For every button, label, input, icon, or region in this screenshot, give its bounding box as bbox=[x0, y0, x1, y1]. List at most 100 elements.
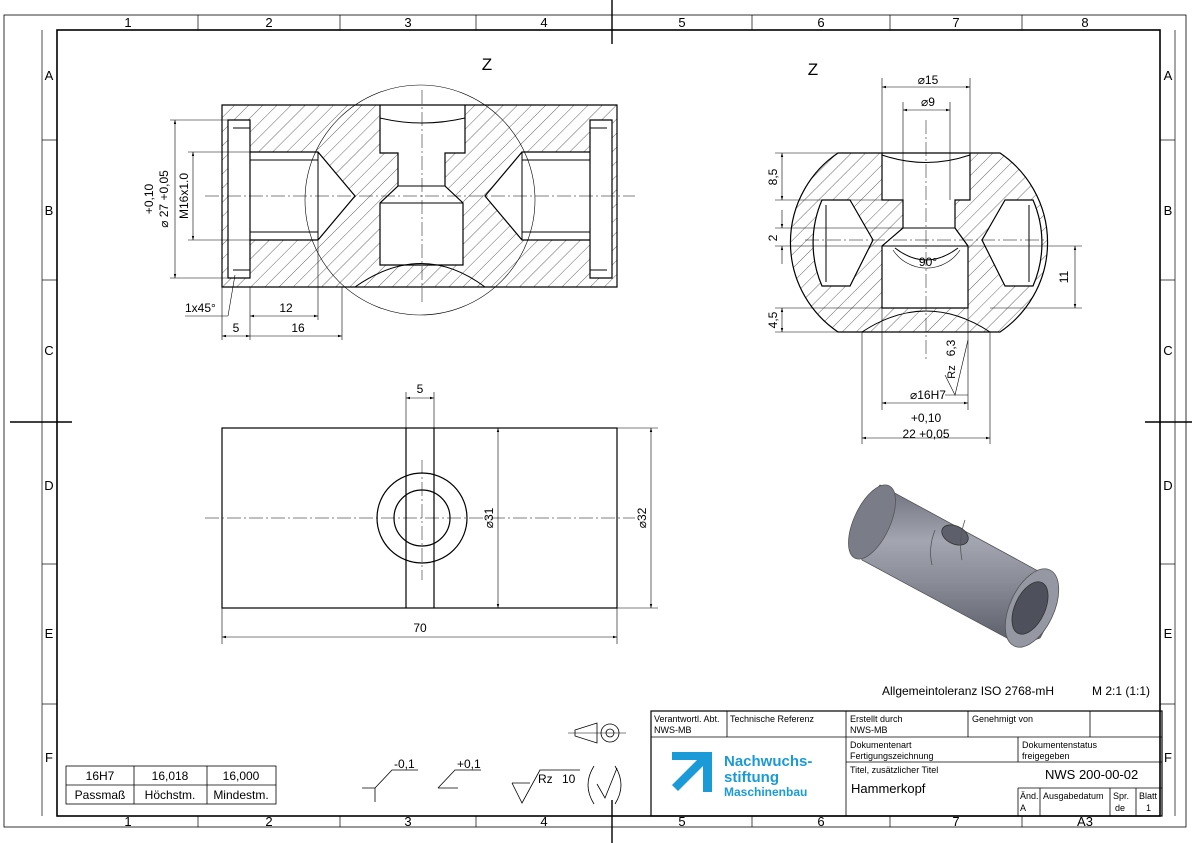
svg-text:2: 2 bbox=[766, 234, 780, 241]
svg-text:Technische Referenz: Technische Referenz bbox=[730, 714, 815, 724]
document-number: NWS 200-00-02 bbox=[1045, 767, 1138, 782]
svg-text:D: D bbox=[44, 478, 53, 493]
svg-text:NWS-MB: NWS-MB bbox=[850, 725, 888, 735]
svg-text:7: 7 bbox=[952, 814, 959, 829]
frame-row-labels: A B C D E F A B C D E F bbox=[44, 68, 1172, 765]
svg-text:C: C bbox=[44, 343, 53, 358]
svg-text:Änd.: Änd. bbox=[1020, 791, 1039, 801]
part-title: Hammerkopf bbox=[851, 781, 926, 796]
section-label-right: Z bbox=[808, 60, 818, 79]
tolerance-negative: -0,1 bbox=[394, 757, 415, 771]
svg-text:freigegeben: freigegeben bbox=[1022, 751, 1070, 761]
svg-text:NWS-MB: NWS-MB bbox=[654, 725, 692, 735]
svg-text:4: 4 bbox=[540, 814, 547, 829]
svg-text:5: 5 bbox=[678, 814, 685, 829]
svg-text:⌀16H7: ⌀16H7 bbox=[910, 388, 946, 402]
svg-text:Erstellt durch: Erstellt durch bbox=[850, 714, 903, 724]
drawing-frame bbox=[3, 0, 1192, 843]
svg-text:⌀15: ⌀15 bbox=[918, 73, 939, 87]
svg-text:F: F bbox=[1164, 750, 1172, 765]
general-notes: Allgemeintoleranz ISO 2768-mH M 2:1 (1:1… bbox=[882, 684, 1150, 698]
svg-text:6: 6 bbox=[817, 15, 824, 30]
svg-text:Maschinenbau: Maschinenbau bbox=[724, 785, 807, 799]
svg-text:⌀31: ⌀31 bbox=[482, 507, 496, 528]
svg-text:+0,10: +0,10 bbox=[142, 183, 156, 214]
svg-text:M 2:1 (1:1): M 2:1 (1:1) bbox=[1092, 684, 1150, 698]
title-block: Verantwortl. Abt. NWS-MB Technische Refe… bbox=[650, 710, 1163, 829]
svg-text:16: 16 bbox=[291, 321, 305, 335]
svg-text:8,5: 8,5 bbox=[766, 168, 780, 185]
svg-text:7: 7 bbox=[952, 15, 959, 30]
svg-text:Fertigungszeichnung: Fertigungszeichnung bbox=[850, 751, 934, 761]
svg-text:11: 11 bbox=[1057, 270, 1071, 283]
svg-text:F: F bbox=[45, 750, 53, 765]
svg-text:+0,10: +0,10 bbox=[911, 411, 942, 425]
svg-text:⌀9: ⌀9 bbox=[921, 95, 935, 109]
svg-text:2: 2 bbox=[265, 15, 272, 30]
surface-roughness-value: 10 bbox=[562, 772, 576, 786]
isometric-part-view bbox=[848, 484, 1060, 648]
svg-text:A: A bbox=[1020, 803, 1026, 813]
fit-cell: 16,018 bbox=[152, 769, 189, 783]
svg-text:A: A bbox=[1164, 68, 1173, 83]
svg-text:Titel, zusätzlicher Titel: Titel, zusätzlicher Titel bbox=[850, 765, 938, 775]
fit-cell: 16H7 bbox=[86, 769, 115, 783]
svg-text:90°: 90° bbox=[919, 255, 937, 269]
svg-text:1x45°: 1x45° bbox=[185, 301, 216, 315]
right-section-view: Z bbox=[766, 60, 1082, 444]
svg-text:⌀ 27 +0,05: ⌀ 27 +0,05 bbox=[157, 170, 171, 228]
svg-text:6,3: 6,3 bbox=[944, 339, 958, 356]
svg-text:22 +0,05: 22 +0,05 bbox=[902, 427, 949, 441]
svg-text:Dokumentenart: Dokumentenart bbox=[850, 740, 912, 750]
svg-text:1: 1 bbox=[1146, 803, 1151, 813]
svg-text:de: de bbox=[1115, 803, 1125, 813]
svg-text:Allgemeintoleranz ISO 2768-mH: Allgemeintoleranz ISO 2768-mH bbox=[882, 684, 1054, 698]
svg-text:D: D bbox=[1163, 478, 1172, 493]
svg-text:B: B bbox=[1164, 203, 1173, 218]
svg-text:70: 70 bbox=[413, 621, 427, 635]
svg-text:12: 12 bbox=[279, 301, 293, 315]
detail-circle-left bbox=[304, 84, 536, 316]
projection-symbol bbox=[568, 722, 626, 744]
svg-text:3: 3 bbox=[404, 15, 411, 30]
svg-text:1: 1 bbox=[124, 15, 131, 30]
svg-text:C: C bbox=[1163, 343, 1172, 358]
svg-text:Blatt: Blatt bbox=[1139, 791, 1158, 801]
svg-text:8: 8 bbox=[1081, 15, 1088, 30]
fit-table: 16H7 16,018 16,000 Passmaß Höchstm. Mind… bbox=[65, 765, 277, 805]
svg-text:2: 2 bbox=[265, 814, 272, 829]
svg-text:5: 5 bbox=[417, 382, 424, 396]
svg-text:3: 3 bbox=[404, 814, 411, 829]
section-label-left: Z bbox=[482, 55, 492, 74]
svg-text:Verantwortl. Abt.: Verantwortl. Abt. bbox=[654, 714, 720, 724]
svg-text:1: 1 bbox=[124, 814, 131, 829]
fit-cell: Höchstm. bbox=[145, 788, 196, 802]
svg-text:Spr.: Spr. bbox=[1113, 791, 1129, 801]
svg-text:M16x1.0: M16x1.0 bbox=[177, 173, 191, 219]
frame-column-labels: 1 2 3 4 5 6 7 8 1 2 3 4 5 6 7 bbox=[124, 15, 1088, 829]
svg-text:5: 5 bbox=[233, 321, 240, 335]
svg-text:Ausgabedatum: Ausgabedatum bbox=[1043, 791, 1104, 801]
svg-text:E: E bbox=[45, 626, 54, 641]
left-section-view: Z bbox=[142, 55, 635, 340]
svg-text:A: A bbox=[45, 68, 54, 83]
nachwuchsstiftung-logo: Nachwuchs- stiftung Maschinenbau bbox=[672, 752, 812, 799]
svg-text:4,5: 4,5 bbox=[766, 311, 780, 328]
tolerance-positive: +0,1 bbox=[457, 757, 481, 771]
svg-text:Genehmigt von: Genehmigt von bbox=[972, 714, 1033, 724]
svg-text:Nachwuchs-: Nachwuchs- bbox=[724, 753, 812, 770]
front-view: 5 ⌀31 ⌀32 70 bbox=[205, 382, 658, 644]
svg-text:5: 5 bbox=[678, 15, 685, 30]
svg-text:Dokumentenstatus: Dokumentenstatus bbox=[1022, 740, 1098, 750]
surface-roughness-symbol: Rz bbox=[538, 772, 553, 786]
fit-cell: Passmaß bbox=[75, 788, 126, 802]
svg-text:E: E bbox=[1164, 626, 1173, 641]
sheet-format: A3 bbox=[1077, 814, 1093, 829]
fit-cell: Mindestm. bbox=[213, 788, 268, 802]
svg-text:B: B bbox=[45, 203, 54, 218]
svg-text:⌀32: ⌀32 bbox=[635, 507, 649, 528]
svg-text:6: 6 bbox=[817, 814, 824, 829]
fit-cell: 16,000 bbox=[223, 769, 260, 783]
svg-text:4: 4 bbox=[540, 15, 547, 30]
svg-text:stiftung: stiftung bbox=[724, 769, 779, 786]
